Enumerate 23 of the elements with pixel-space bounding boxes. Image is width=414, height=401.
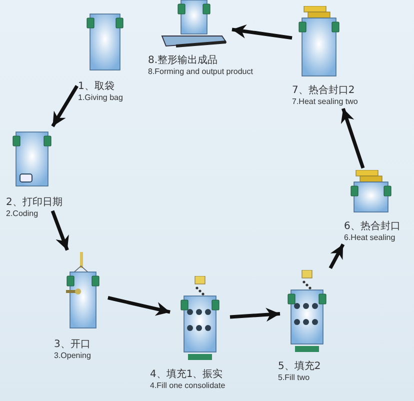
step-caption: 4.Fill one consolidate	[150, 381, 226, 391]
arrow	[340, 108, 365, 169]
step-title: 7、热合封口2	[292, 85, 355, 97]
step-caption: 6.Heat sealing	[344, 233, 396, 243]
arrow	[232, 24, 292, 40]
step-caption: 1.Giving bag	[78, 93, 123, 103]
step-caption: 3.Opening	[54, 351, 91, 361]
step-caption: 2.Coding	[6, 209, 38, 219]
step-title: 3、开口	[54, 339, 90, 351]
step-title: 1、取袋	[78, 81, 114, 93]
arrow	[328, 244, 345, 270]
step-title: 5、填充2	[278, 361, 321, 373]
arrow	[230, 308, 280, 322]
step-title: 6、热合封口	[344, 221, 400, 233]
arrow	[50, 210, 69, 251]
arrow	[108, 296, 170, 316]
step-title: 8.整形输出成品	[148, 55, 218, 67]
step-caption: 7.Heat sealing two	[292, 97, 358, 107]
arrow	[51, 85, 78, 128]
step-caption: 8.Forming and output product	[148, 67, 253, 77]
step-title: 4、填充1、振实	[150, 369, 223, 381]
step-title: 2、打印日期	[6, 197, 62, 209]
step-caption: 5.Fill two	[278, 373, 310, 383]
